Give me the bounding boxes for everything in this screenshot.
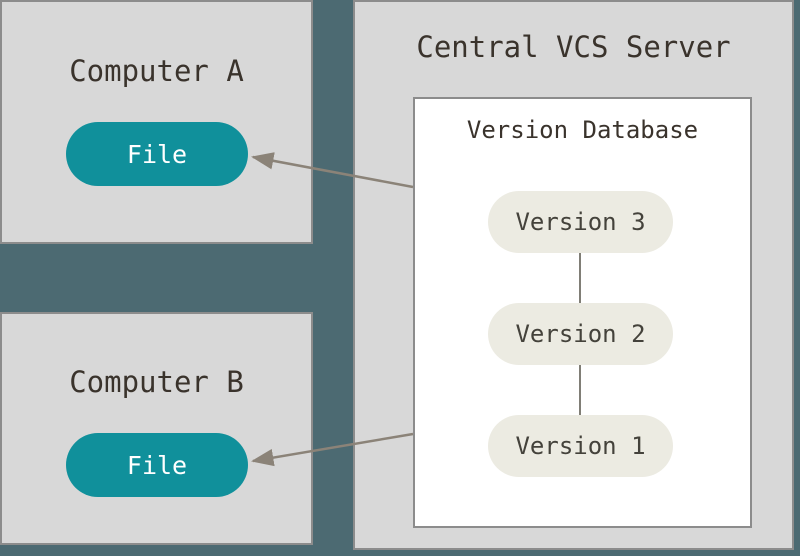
version-link-3-2 [579,253,581,303]
computer-a-box: Computer A [0,0,313,244]
computer-b-title: Computer B [69,365,244,399]
computer-b-box: Computer B [0,312,313,545]
version-link-2-1 [579,365,581,415]
version-1-pill: Version 1 [488,415,673,477]
version-2-pill: Version 2 [488,303,673,365]
computer-a-file-pill: File [66,122,248,186]
computer-b-file-pill: File [66,433,248,497]
computer-a-title: Computer A [69,54,244,88]
version-3-pill: Version 3 [488,191,673,253]
version-database-title: Version Database [466,116,699,144]
central-vcs-server-title: Central VCS Server [416,30,731,64]
